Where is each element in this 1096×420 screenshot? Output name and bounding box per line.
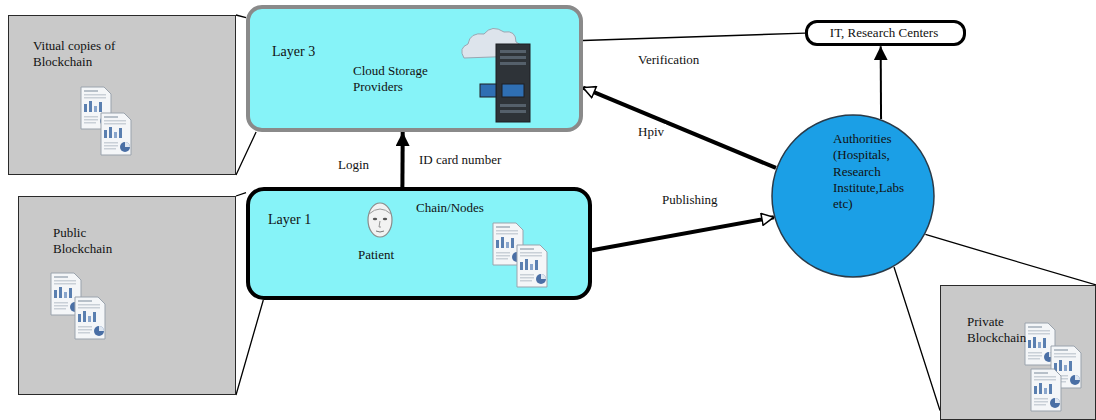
edge-label: Publishing	[660, 192, 720, 208]
node-text: Chain/Nodes	[416, 200, 511, 216]
patient-face	[368, 203, 392, 237]
flow-label: ID card number	[417, 152, 503, 168]
callout-panel: Private Blockchain	[940, 285, 1096, 420]
edge-label: Hpiv	[636, 124, 666, 140]
target-pill: IT, Research Centers	[805, 20, 966, 46]
node-text: IT, Research Centers	[808, 25, 960, 41]
node-text: Patient	[358, 247, 418, 263]
layer-box: Layer 3 Cloud Storage Providers	[246, 5, 583, 132]
edge-label: Verification	[636, 52, 701, 68]
cloud-server-icon	[462, 28, 530, 122]
document-icons	[51, 87, 1081, 411]
node-text: Public Blockchain	[53, 225, 148, 258]
connector	[880, 46, 882, 119]
callout-panel: Public Blockchain	[18, 196, 236, 395]
node-heading: Layer 3	[272, 43, 342, 61]
edge-label: Login	[336, 157, 371, 173]
node-text: Vitual copies of Blockchain	[33, 38, 151, 71]
node-heading: Layer 1	[268, 211, 338, 229]
node-text: Authorities (Hospitals, Research Institu…	[833, 131, 925, 212]
connector	[592, 217, 774, 250]
authority-circle: Authorities (Hospitals, Research Institu…	[771, 114, 935, 278]
callout-panel: Vitual copies of Blockchain	[8, 15, 236, 175]
layer-box: Layer 1 Chain/NodesPatient	[246, 187, 592, 300]
connector	[583, 88, 776, 168]
connector	[583, 33, 805, 40]
node-text: Cloud Storage Providers	[353, 63, 463, 96]
node-text: Private Blockchain	[967, 314, 1049, 347]
connector	[400, 132, 404, 187]
